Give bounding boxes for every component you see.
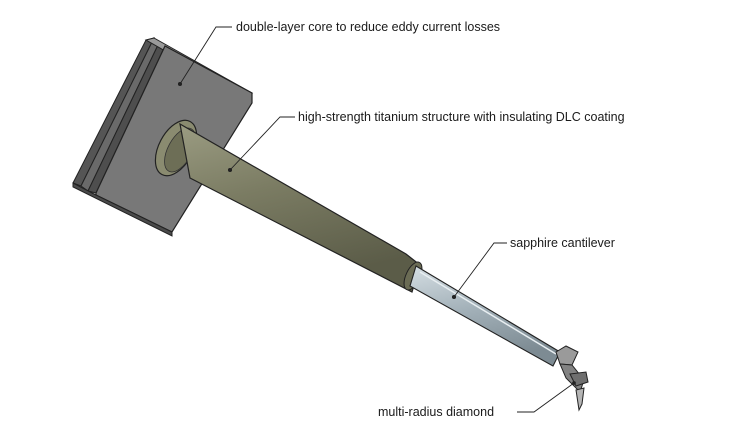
cantilever-highlight: [419, 271, 557, 355]
cantilever-body: [409, 265, 561, 367]
leader-sapphire-dot: [451, 294, 457, 300]
leader-diamond-dot: [572, 381, 576, 385]
core-block: [72, 36, 254, 237]
label-titanium: high-strength titanium structure with in…: [298, 110, 625, 124]
titanium-tube: [179, 122, 423, 293]
holder-top-fin: [555, 345, 579, 366]
leader-diamond: [517, 382, 575, 413]
diamond-tip: [575, 387, 585, 412]
core-bottom-edge: [72, 182, 173, 237]
label-diamond: multi-radius diamond: [378, 405, 495, 419]
leader-sapphire: [453, 242, 507, 298]
leader-lines: [177, 26, 576, 413]
sapphire-cantilever: [409, 265, 561, 367]
leader-titanium-dot: [227, 167, 233, 173]
label-core: double-layer core to reduce eddy current…: [236, 20, 501, 34]
label-sapphire: sapphire cantilever: [510, 236, 615, 250]
titanium-tube-body: [179, 122, 421, 293]
leader-titanium: [229, 116, 295, 171]
leader-core: [179, 26, 232, 85]
leader-core-dot: [177, 81, 183, 87]
diamond-holder: [555, 345, 589, 412]
